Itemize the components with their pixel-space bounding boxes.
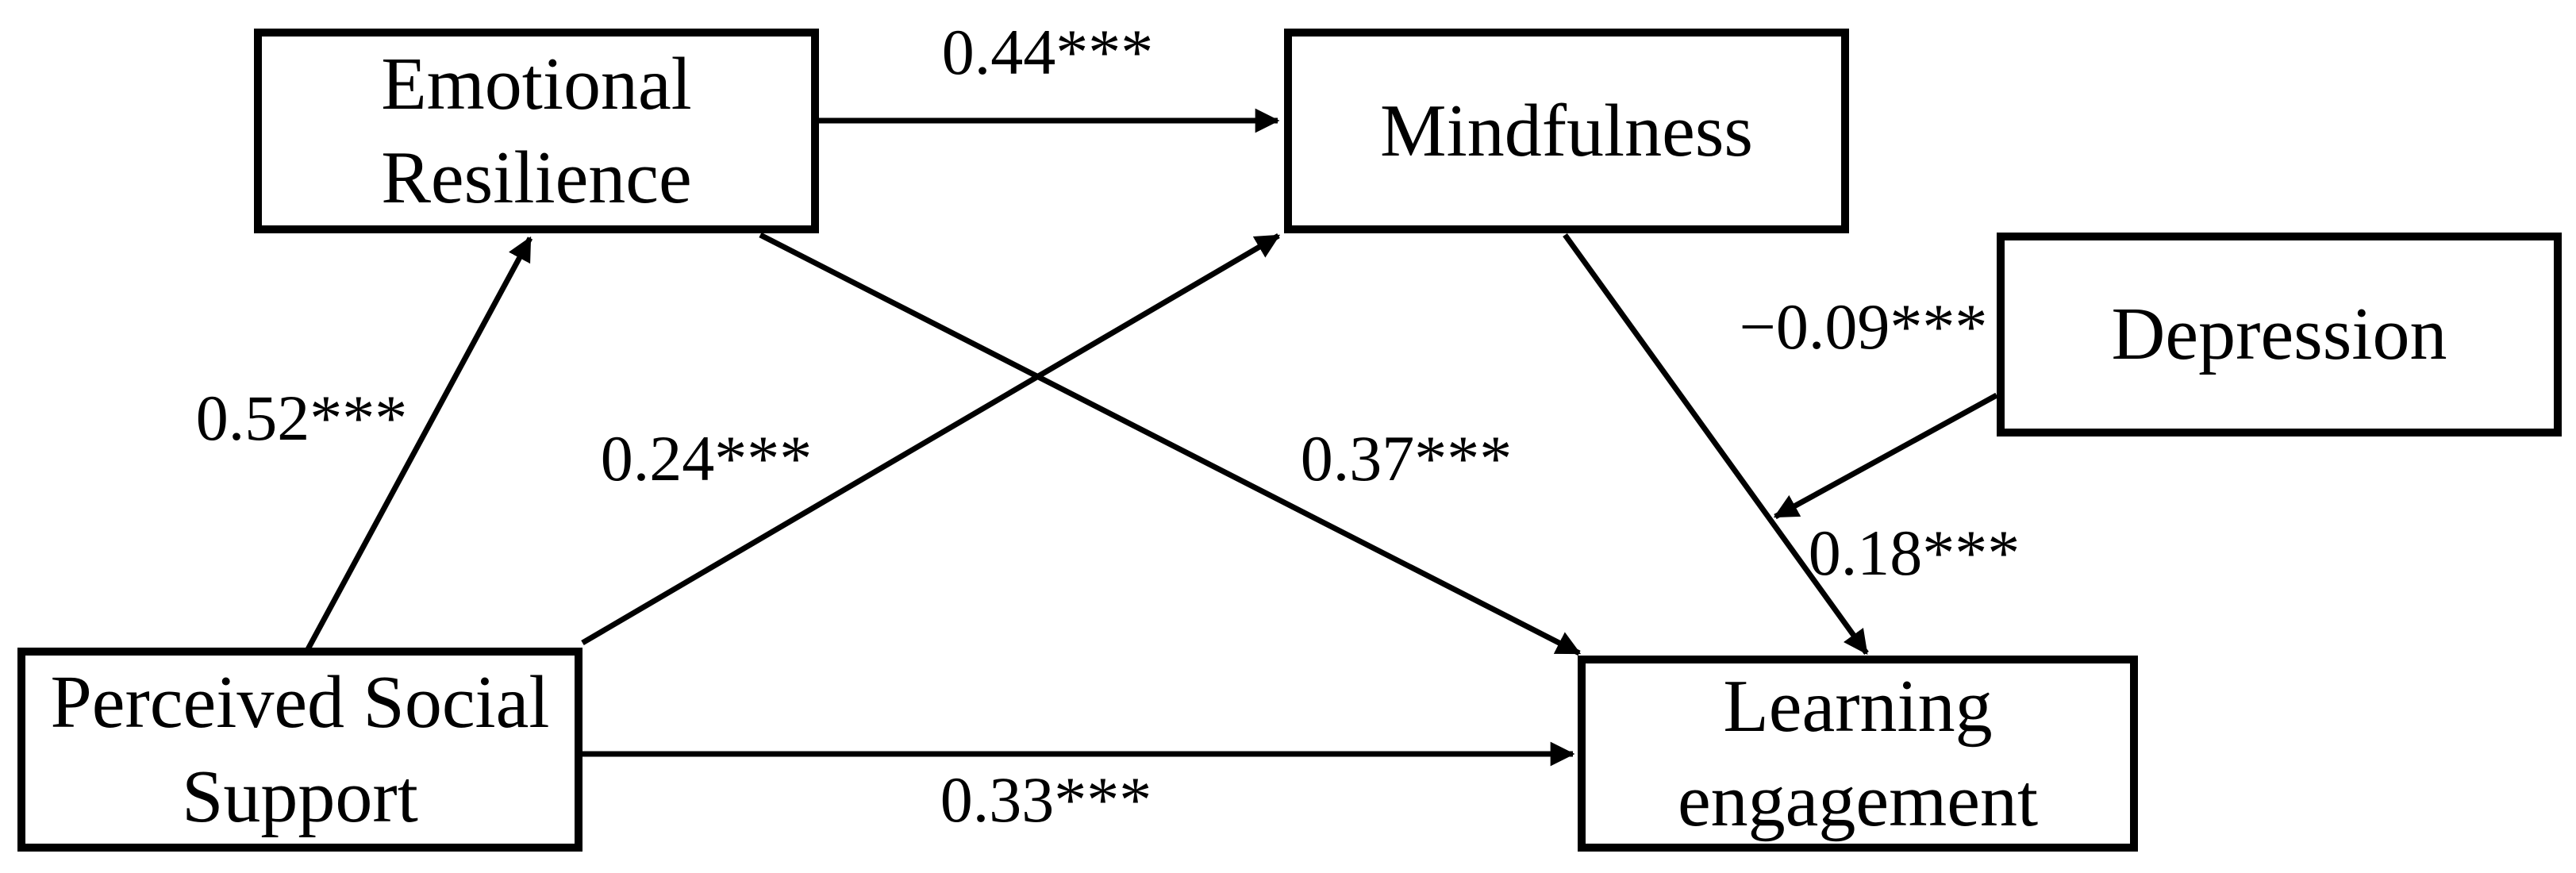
node-label-depression: Depression [2111,293,2447,376]
arrow-depression-to-mindfulness-le-path [1773,392,1998,520]
path-coefficient-mindfulness-to-le: 0.18*** [1808,517,2020,589]
path-coefficient-er-to-mindfulness: 0.44*** [941,16,1154,88]
path-coefficient-pss-to-mindfulness: 0.24*** [600,422,813,494]
path-coefficient-pss-to-er: 0.52*** [195,382,408,454]
arrow-pss-to-mindfulness [581,233,1281,646]
arrow-pss-to-er [305,236,533,651]
node-mindfulness: Mindfulness [1284,29,1849,233]
node-emotional-resilience: Emotional Resilience [254,29,819,233]
node-label-learning-engagement: Learning engagement [1677,665,2039,842]
node-depression: Depression [1997,233,2562,436]
path-coefficient-depression: −0.09*** [1739,290,1988,363]
node-label-emotional-resilience: Emotional Resilience [381,42,692,219]
node-learning-engagement: Learning engagement [1578,656,2138,852]
node-label-perceived-social-support: Perceived Social Support [50,661,550,838]
arrow-mindfulness-to-le [1563,233,1869,656]
arrow-er-to-le [759,232,1582,656]
path-coefficient-pss-to-le: 0.33*** [940,763,1152,836]
node-perceived-social-support: Perceived Social Support [17,648,582,852]
path-coefficient-er-to-le: 0.37*** [1300,422,1513,494]
node-label-mindfulness: Mindfulness [1380,89,1753,172]
